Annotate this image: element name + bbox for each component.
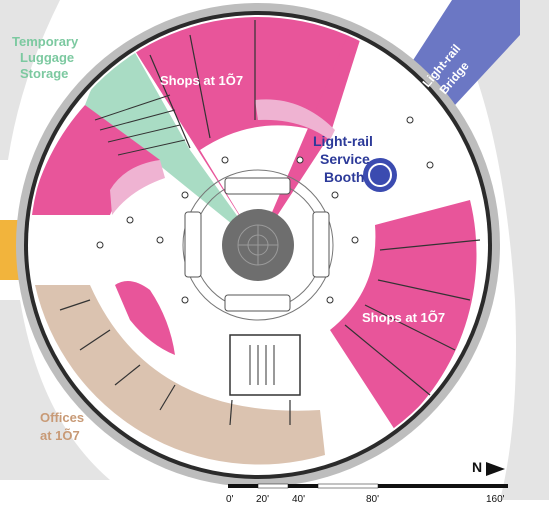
- shops-light-left: [110, 160, 165, 215]
- escalator-west: [184, 211, 202, 278]
- booth-label-1: Light-rail: [313, 133, 373, 149]
- light-rail-bridge: [408, 0, 520, 105]
- service-booth-ring: [368, 163, 392, 187]
- scale-tick-1: 20': [256, 494, 269, 505]
- map-labels: Temporary Luggage Storage Shops at 1Õ7 S…: [12, 34, 472, 443]
- surrounding-area-right: [470, 0, 549, 500]
- scale-tick-4: 160': [486, 494, 505, 505]
- shops-area-top: [125, 17, 350, 245]
- luggage-storage-area: [85, 35, 258, 245]
- luggage-label-2: Luggage: [20, 50, 74, 65]
- luggage-label-1: Temporary: [12, 34, 79, 49]
- north-label: N: [472, 459, 482, 475]
- shops-light-top: [255, 99, 335, 140]
- service-booth-icon: [363, 158, 397, 192]
- scale-tick-3: 80': [366, 494, 379, 505]
- offices-label-1: Offices: [40, 410, 84, 425]
- stair-core: [229, 334, 301, 396]
- fountain-pattern: [237, 224, 279, 266]
- offices-area: [35, 285, 325, 465]
- luggage-shelves: [94, 94, 186, 156]
- room-dividers: [59, 20, 481, 426]
- scale-tick-0: 0': [226, 494, 234, 505]
- scale-tick-2: 40': [292, 494, 305, 505]
- luggage-label-3: Storage: [20, 66, 68, 81]
- escalator-south: [224, 294, 291, 312]
- booth-label-3: Booth: [324, 169, 364, 185]
- shops-right-label: Shops at 1Õ7: [362, 310, 445, 325]
- north-arrow: N: [472, 459, 505, 476]
- escalator-east: [312, 211, 330, 278]
- shops-wedge-south: [115, 281, 175, 355]
- escalator-north: [224, 177, 291, 195]
- shops-top-label: Shops at 1Õ7: [160, 73, 243, 88]
- north-arrow-icon: [486, 462, 505, 476]
- offices-label-2: at 1Õ7: [40, 428, 80, 443]
- booth-label-2: Service: [320, 151, 370, 167]
- scale-bar: 0' 20' 40' 80' 160': [226, 483, 508, 505]
- shops-area-right: [330, 200, 477, 430]
- surrounding-area-bottom: [0, 300, 110, 480]
- surrounding-area-left: [0, 0, 60, 160]
- stair-lines: [249, 345, 275, 385]
- columns: [96, 116, 434, 304]
